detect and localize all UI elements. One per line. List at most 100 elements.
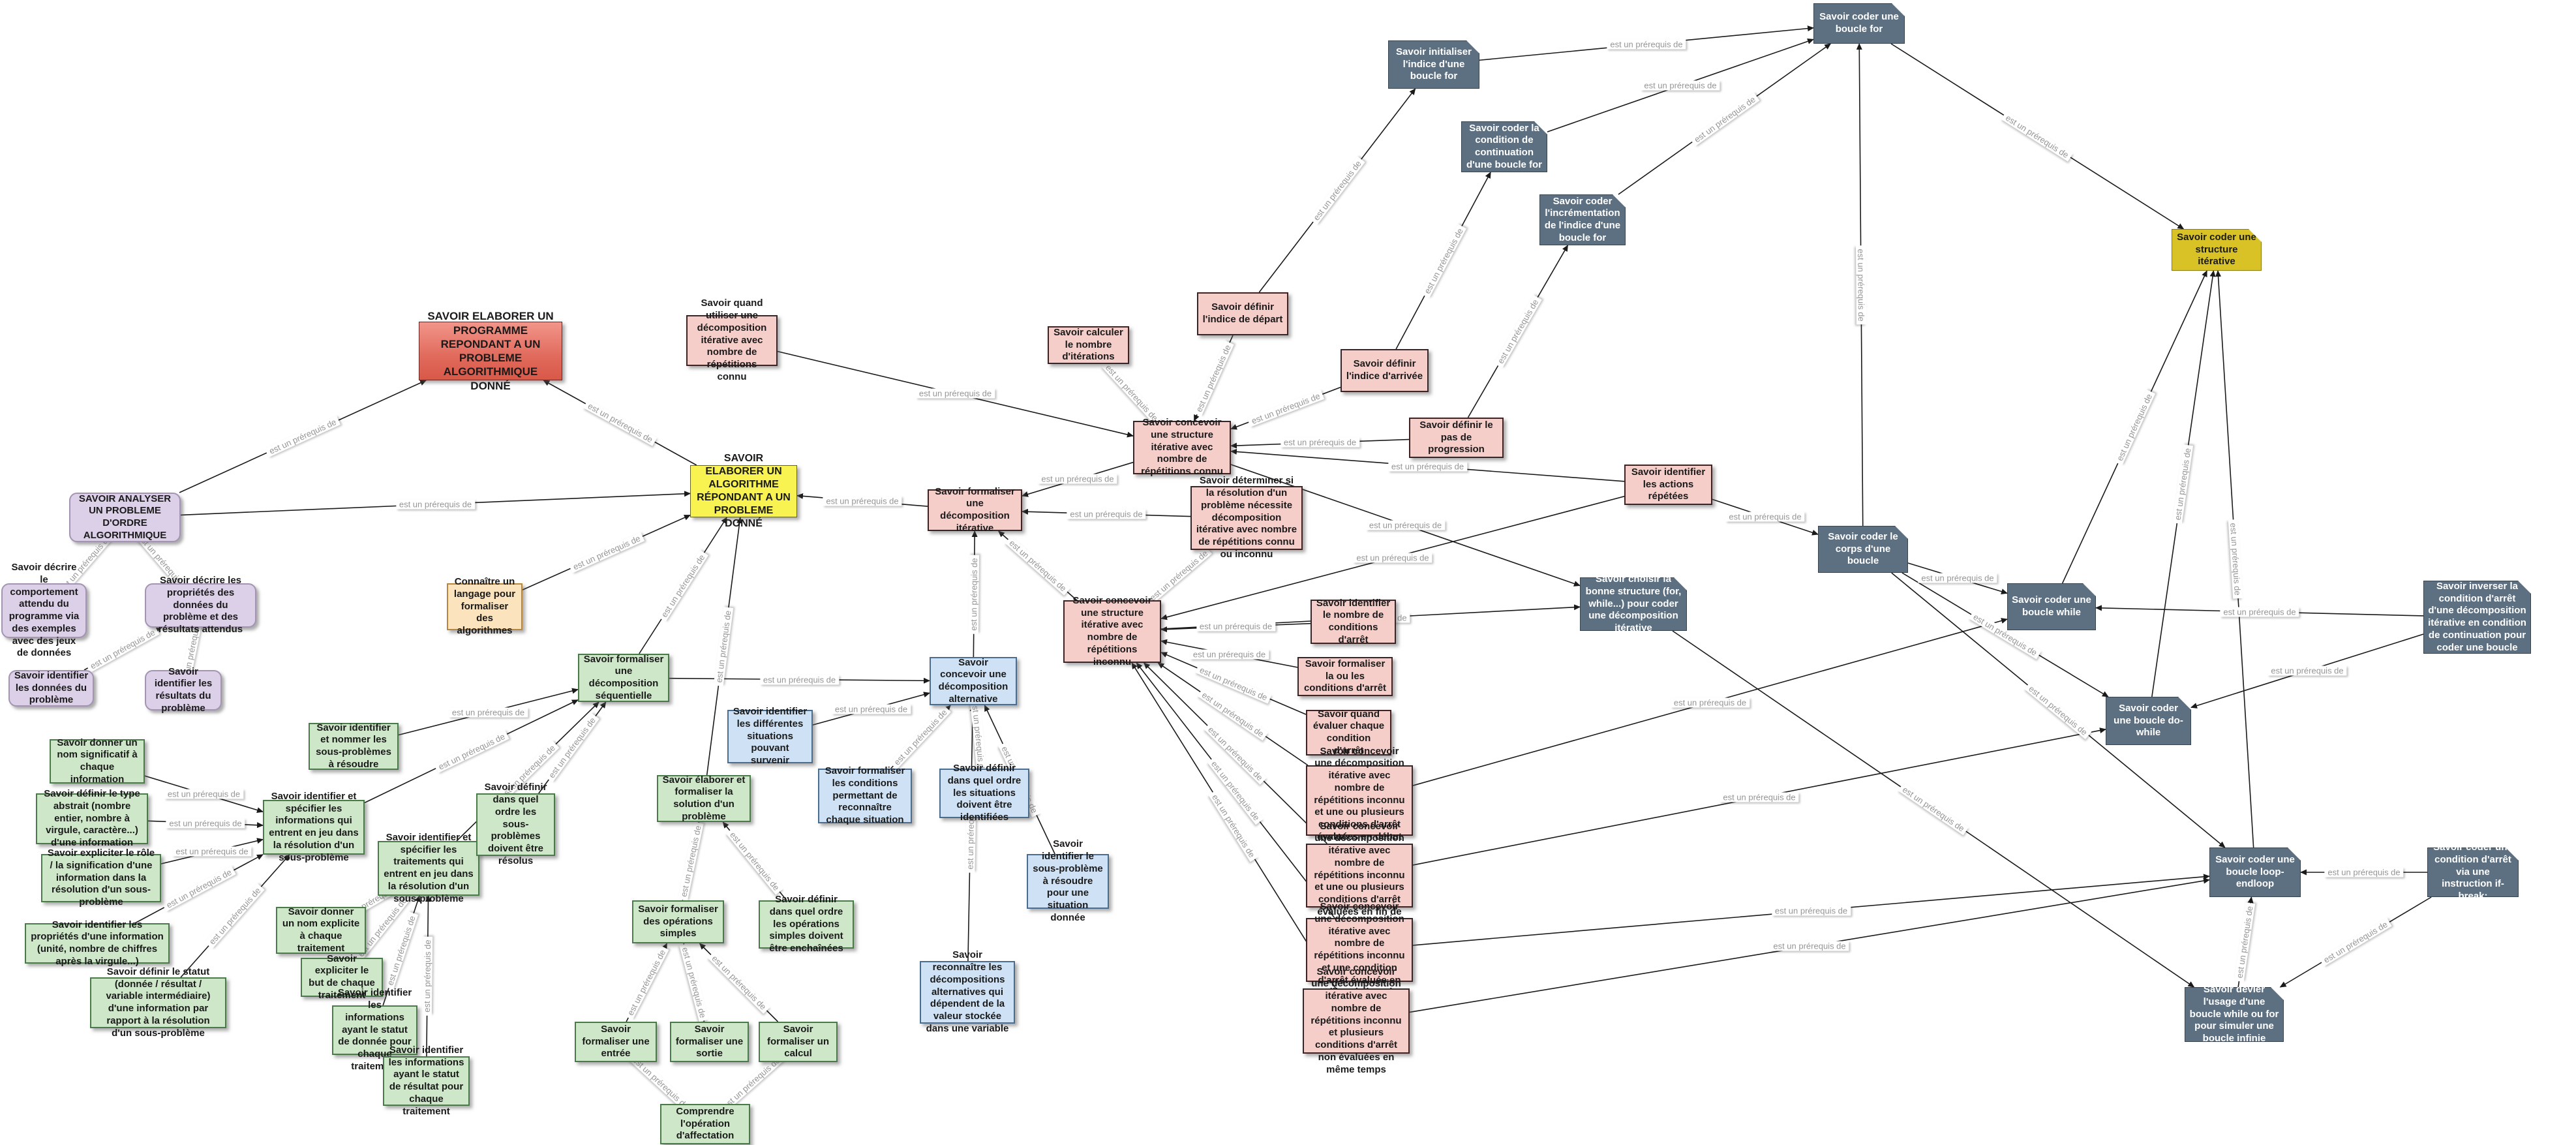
node-formaliser-seq[interactable]: Savoir formaliser une décomposition séqu… [578,654,669,702]
node-sortie[interactable]: Savoir formaliser une sortie [670,1022,749,1062]
node-formaliser-iterative[interactable]: Savoir formaliser une décomposition itér… [928,486,1022,534]
edge-quand-utiliser-connu--concevoir-connu [777,350,1134,438]
edge-affectation--calcul [727,1061,776,1105]
node-elaborer-formaliser-solution[interactable]: Savoir élaborer et formaliser la solutio… [657,774,751,822]
node-calculer-iterations[interactable]: Savoir calculer le nombre d'itérations [1048,326,1129,364]
edge-definir-indice-depart--initialiser-indice [1258,88,1416,293]
node-analyser-probleme[interactable]: SAVOIR ANALYSER UN PROBLEME D'ORDRE ALGO… [69,493,181,542]
edge-concevoir-non-evaluees--concevoir-inconnu [1131,662,1337,989]
node-condition-continuation[interactable]: Savoir coder la condition de continuatio… [1461,121,1547,172]
edge-concevoir-debut--coder-while [1412,618,2008,786]
node-concevoir-milieu[interactable]: Savoir concevoir une décomposition itéra… [1306,901,1413,998]
edge-concevoir-alternative--formaliser-iterative [971,530,978,658]
node-identifier-situations[interactable]: Savoir identifier les différentes situat… [727,706,813,766]
node-definir-indice-arrivee[interactable]: Savoir définir l'indice d'arrivée [1341,349,1429,392]
node-coder-corps-boucle[interactable]: Savoir coder le corps d'une boucle [1818,526,1908,573]
node-definir-statut[interactable]: Savoir définir le statut (donnée / résul… [90,966,226,1039]
edge-definir-ordre-situations--concevoir-alternative [973,705,983,769]
node-donner-nom-explicite[interactable]: Savoir donner un nom explicite à chaque … [276,906,366,954]
node-incrementation-indice[interactable]: Savoir coder l'incrémentation de l'indic… [1539,194,1626,245]
node-quand-utiliser-connu[interactable]: Savoir quand utiliser une décomposition … [686,298,778,382]
node-concevoir-connu[interactable]: Savoir concevoir une structure itérative… [1133,417,1231,477]
node-definir-indice-depart[interactable]: Savoir définir l'indice de départ [1197,292,1288,335]
edge-condition-continuation--coder-boucle-for [1547,38,1814,132]
node-formaliser-operations-simples[interactable]: Savoir formaliser des opérations simples [632,900,724,943]
node-devier-usage[interactable]: Savoir dévier l'usage d'une boucle while… [2185,987,2284,1042]
edge-definir-indice-arrivee--concevoir-connu [1230,386,1341,430]
node-coder-while[interactable]: Savoir coder une boucle while [2007,583,2096,630]
node-formaliser-conditions-situations[interactable]: Savoir formaliser les conditions permett… [818,765,912,825]
edge-identifier-situations--concevoir-alternative [812,692,930,725]
node-choisir-structure[interactable]: Savoir choisir la bonne structure (for, … [1580,577,1687,631]
node-expliciter-but[interactable]: Savoir expliciter le but de chaque trait… [301,953,383,1001]
node-quand-evaluer[interactable]: Savoir quand évaluer chaque condition d'… [1306,709,1391,756]
edge-donner-nom-explicite--identifier-spec-traitements [361,895,382,908]
edge-concevoir-connu--formaliser-iterative [1022,461,1134,497]
edge-reconnaitre-decompositions--concevoir-alternative [967,705,976,962]
edge-coder-if-break--devier-usage [2279,896,2432,988]
node-definir-pas[interactable]: Savoir définir le pas de progression [1409,418,1504,458]
edge-sortie--formaliser-operations-simples [682,943,705,1022]
edge-formaliser-conditions-situations--concevoir-alternative [890,705,951,769]
node-identifier-resultats[interactable]: Savoir identifier les résultats du probl… [145,666,222,714]
node-definir-ordre-operations[interactable]: Savoir définir dans quel ordre les opéra… [759,894,854,954]
node-expliciter-role[interactable]: Savoir expliciter le rôle / la significa… [41,847,161,908]
edge-choisir-structure--devier-usage [1672,630,2195,988]
node-affectation[interactable]: Comprendre l'opération d'affectation [660,1104,750,1144]
node-elaborer-programme[interactable]: SAVOIR ELABORER UN PROGRAMME REPONDANT A… [419,310,562,392]
node-identifier-nb-conditions[interactable]: Savoir identifier le nombre de condition… [1311,598,1396,645]
edge-definir-ordre-sous-problemes--formaliser-seq [538,701,607,794]
node-initialiser-indice[interactable]: Savoir initialiser l'indice d'une boucle… [1388,40,1479,89]
edge-calcul--formaliser-operations-simples [699,943,779,1022]
node-coder-dowhile[interactable]: Savoir coder une boucle do-while [2106,697,2191,745]
node-identifier-infos-resultat[interactable]: Savoir identifier les informations ayant… [383,1045,470,1117]
node-identifier-sous-probleme-situation[interactable]: Savoir identifier le sous-problème à rés… [1027,838,1109,923]
node-concevoir-non-evaluees[interactable]: Savoir concevoir une décomposition itéra… [1303,966,1410,1075]
edge-formaliser-iterative--elaborer-algorithme [796,493,928,507]
node-concevoir-fin[interactable]: Savoir concevoir une décomposition itéra… [1306,821,1413,930]
node-coder-boucle-for[interactable]: Savoir coder une boucle for [1813,3,1905,44]
node-decrire-comportement[interactable]: Savoir décrire le comportement attendu d… [1,562,87,658]
node-donner-nom-significatif[interactable]: Savoir donner un nom significatif à chaq… [50,737,145,785]
node-concevoir-alternative[interactable]: Savoir concevoir une décomposition alter… [930,657,1017,705]
edge-inverser-condition--coder-dowhile [2190,634,2424,709]
node-identifier-spec-infos[interactable]: Savoir identifier et spécifier les infor… [263,791,365,863]
edge-concevoir-debut--concevoir-inconnu [1157,662,1309,766]
node-coder-if-break[interactable]: Savoir coder une condition d'arrêt via u… [2427,847,2519,897]
node-concevoir-inconnu[interactable]: Savoir concevoir une structure itérative… [1063,595,1161,667]
node-definir-ordre-situations[interactable]: Savoir définir dans quel ordre les situa… [939,763,1029,823]
edge-definir-pas--incrementation-indice [1467,245,1569,418]
node-formaliser-conditions-arret[interactable]: Savoir formaliser la ou les conditions d… [1297,657,1393,696]
edge-calculer-iterations--concevoir-connu [1105,363,1159,421]
node-elaborer-algorithme[interactable]: SAVOIR ELABORER UN ALGORITHME RÉPONDANT … [690,453,797,529]
node-coder-structure-iterative[interactable]: Savoir coder une structure itérative [2172,229,2262,271]
node-decrire-proprietes[interactable]: Savoir décrire les propriétés des donnée… [145,575,256,635]
node-identifier-donnees[interactable]: Savoir identifier les données du problèm… [8,670,94,707]
edge-quand-evaluer--concevoir-inconnu [1160,652,1307,715]
edge-concevoir-milieu--concevoir-inconnu [1136,662,1335,919]
edge-determiner-resolution--formaliser-iterative [1022,508,1191,517]
node-identifier-spec-traitements[interactable]: Savoir identifier et spécifier les trait… [378,832,479,904]
node-connaitre-langage[interactable]: Connaître un langage pour formaliser des… [447,576,523,636]
node-identifier-actions[interactable]: Savoir identifier les actions répétées [1624,465,1712,505]
node-identifier-nommer-sous-problemes[interactable]: Savoir identifier et nommer les sous-pro… [309,722,399,770]
edge-definir-statut--identifier-spec-infos [180,854,290,978]
node-definir-type-abstrait[interactable]: Savoir définir le type abstrait (nombre … [36,788,148,848]
edge-devier-usage--coder-loop-endloop [2237,896,2254,988]
edge-formaliser-operations-simples--elaborer-formaliser-solution [682,821,701,901]
node-entree[interactable]: Savoir formaliser une entrée [575,1022,657,1062]
edge-elaborer-algorithme--elaborer-programme [543,380,697,466]
edge-initialiser-indice--coder-boucle-for [1479,25,1814,61]
node-inverser-condition[interactable]: Savoir inverser la condition d'arrêt d'u… [2423,581,2531,654]
node-reconnaitre-decompositions[interactable]: Savoir reconnaître les décompositions al… [920,949,1015,1034]
node-definir-ordre-sous-problemes[interactable]: Savoir définir dans quel ordre les sous-… [476,782,555,866]
node-determiner-resolution[interactable]: Savoir déterminer si la résolution d'un … [1190,475,1303,560]
node-identifier-proprietes[interactable]: Savoir identifier les propriétés d'une i… [25,919,170,967]
node-calcul[interactable]: Savoir formaliser un calcul [759,1022,838,1062]
edge-inverser-condition--coder-while [2095,605,2424,617]
edge-expliciter-role--identifier-spec-infos [160,838,264,864]
edge-coder-corps-boucle--coder-while [1907,562,2008,594]
node-coder-loop-endloop[interactable]: Savoir coder une boucle loop-endloop [2209,847,2301,897]
